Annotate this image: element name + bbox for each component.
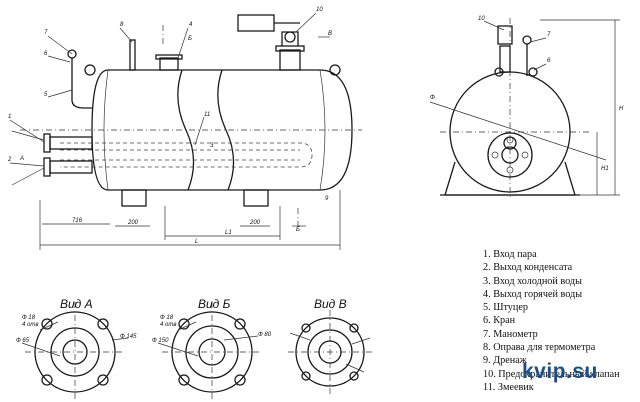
view-a-dim-holes-count: 4 отв (22, 322, 38, 328)
view-a-dim-outer: Ф 145 (120, 334, 137, 340)
flange-view-b (157, 302, 262, 400)
view-b-dim-holes-count: 4 отв (160, 322, 176, 328)
callout-11: 11 (204, 112, 210, 118)
end-callout-7: 7 (547, 32, 551, 38)
callout-4: 4 (189, 22, 193, 28)
dim-200-right: 200 (249, 220, 261, 226)
end-view (429, 18, 620, 200)
legend-item: 1. Вход пара (483, 249, 537, 260)
legend-item: 9. Дренаж (483, 355, 527, 367)
section-mark-b-bottom: Б (296, 227, 300, 233)
dim-h1: Н1 (601, 166, 609, 172)
callout-7: 7 (44, 30, 48, 36)
callout-8: 8 (120, 22, 124, 28)
callout-9: 9 (325, 196, 329, 202)
legend-list: 1. Вход пара 2. Выход конденсата 3. Вход… (483, 248, 620, 394)
legend-item: 2. Выход конденсата (483, 262, 573, 274)
flange-view-v (288, 310, 372, 396)
dim-200-left: 200 (127, 220, 139, 226)
section-mark-v-top: В (328, 31, 332, 37)
view-b-dim-inner: Ф 150 (152, 338, 169, 344)
view-b-dim-hole: Ф 18 (160, 315, 174, 321)
callout-1: 1 (8, 114, 11, 120)
legend-item: 5. Штуцер (483, 302, 528, 314)
end-callout-10: 10 (478, 16, 485, 22)
dim-l: L (195, 239, 198, 245)
watermark: kvip.su (522, 360, 598, 383)
legend-item: 7. Манометр (483, 328, 538, 340)
view-b-dim-outer: Ф 80 (258, 332, 272, 338)
legend-item: 11. Змеевик (483, 381, 534, 393)
dim-l1: L1 (225, 230, 232, 236)
legend-item: 6. Кран (483, 315, 516, 327)
callout-3: 3 (210, 143, 214, 149)
end-view-diameter: Ф (430, 95, 435, 101)
view-a-dim-hole: Ф 18 (22, 315, 36, 321)
flange-view-a (21, 302, 129, 400)
legend-item: 10. Предохранительный клапан (483, 368, 620, 380)
section-mark-b-top: Б (188, 36, 192, 42)
end-callout-6: 6 (547, 58, 551, 64)
callout-10: 10 (316, 7, 323, 13)
view-b-title: Вид Б (198, 297, 231, 311)
view-a-title: Вид А (60, 297, 93, 311)
view-a-dim-inner: Ф 65 (16, 338, 30, 344)
view-v-title: Вид В (314, 297, 347, 311)
section-mark-a-left: А (19, 156, 24, 162)
dim-h: Н (619, 106, 624, 112)
side-view (9, 12, 362, 250)
legend-item: 8. Оправа для термометра (483, 342, 596, 354)
callout-5: 5 (44, 92, 48, 98)
legend-item: 3. Вход холодной воды (483, 275, 582, 287)
callout-6: 6 (44, 51, 48, 57)
legend-item: 4. Выход горячей воды (483, 288, 583, 300)
dim-716: 716 (72, 218, 83, 224)
callout-2: 2 (7, 157, 12, 163)
